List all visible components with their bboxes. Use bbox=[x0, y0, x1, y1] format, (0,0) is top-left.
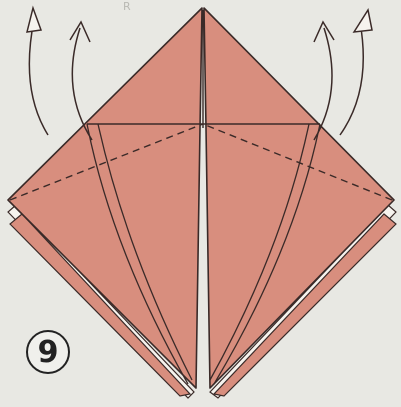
curved-arrow-up-icon bbox=[339, 21, 364, 136]
arrowhead-right-icon bbox=[313, 20, 335, 43]
valley-fold-left bbox=[9, 123, 204, 201]
front-flaps bbox=[7, 7, 395, 389]
corner-mark: R bbox=[123, 0, 131, 13]
left-edge-crease-outer bbox=[86, 123, 189, 385]
flap-edge-creases bbox=[86, 123, 321, 385]
arrowhead-left-icon bbox=[69, 20, 91, 43]
fold-arrows bbox=[26, 5, 373, 141]
right-edge-crease-outer bbox=[213, 123, 321, 385]
curved-arrow-up-icon bbox=[71, 27, 93, 141]
right-flap bbox=[203, 7, 395, 389]
curved-arrow-up-icon bbox=[28, 19, 49, 136]
valley-fold-lines bbox=[9, 123, 393, 201]
step-number-text: 9 bbox=[37, 334, 59, 370]
back-layers bbox=[7, 204, 397, 399]
valley-fold-right bbox=[202, 123, 393, 201]
right-edge-crease-inner bbox=[209, 123, 310, 381]
curved-arrow-up-icon bbox=[313, 27, 333, 141]
left-flap bbox=[7, 7, 203, 389]
arrowhead-open-right-icon bbox=[352, 8, 373, 33]
arrowhead-open-left-icon bbox=[26, 5, 43, 33]
step-number-badge: 9 bbox=[26, 330, 70, 374]
left-edge-crease-inner bbox=[97, 123, 193, 381]
back-layer-right bbox=[212, 213, 397, 397]
back-layer-left bbox=[9, 213, 192, 397]
